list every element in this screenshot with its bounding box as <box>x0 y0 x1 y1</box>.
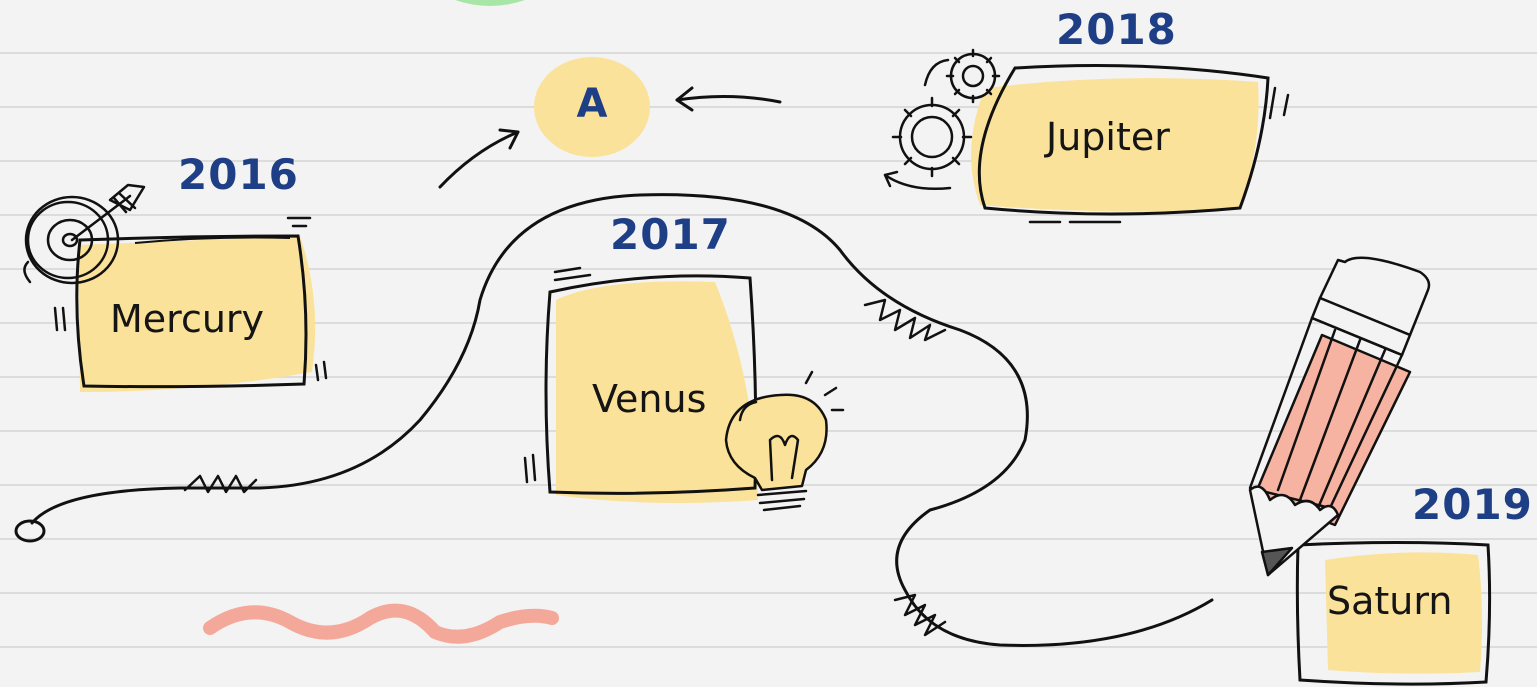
target-icon <box>23 183 146 285</box>
badge-circle <box>534 57 650 157</box>
year-2017: 2017 <box>610 210 731 259</box>
decorative-blob <box>455 0 525 6</box>
path-zigzags <box>183 298 947 637</box>
pencil-icon <box>1248 256 1431 577</box>
mercury-box-shape <box>53 216 328 392</box>
lightbulb-icon <box>724 370 845 512</box>
arrow-to-badge-left <box>438 128 520 189</box>
badge-letter: A <box>576 81 608 127</box>
timeline-path <box>14 193 1214 647</box>
decorative-squiggle <box>203 603 559 644</box>
venus-box-shape <box>523 266 758 504</box>
milestone-label-jupiter: Jupiter <box>1046 115 1170 159</box>
year-2016: 2016 <box>178 150 299 199</box>
gears-icon <box>883 48 1001 190</box>
arrow-to-badge-right <box>675 86 782 112</box>
year-2019: 2019 <box>1412 480 1533 529</box>
milestone-label-venus: Venus <box>592 377 707 421</box>
milestone-label-saturn: Saturn <box>1327 579 1453 623</box>
saturn-box-shape <box>1295 541 1492 686</box>
milestone-label-mercury: Mercury <box>110 297 265 341</box>
year-2018: 2018 <box>1056 5 1177 54</box>
jupiter-box-shape <box>971 64 1290 224</box>
